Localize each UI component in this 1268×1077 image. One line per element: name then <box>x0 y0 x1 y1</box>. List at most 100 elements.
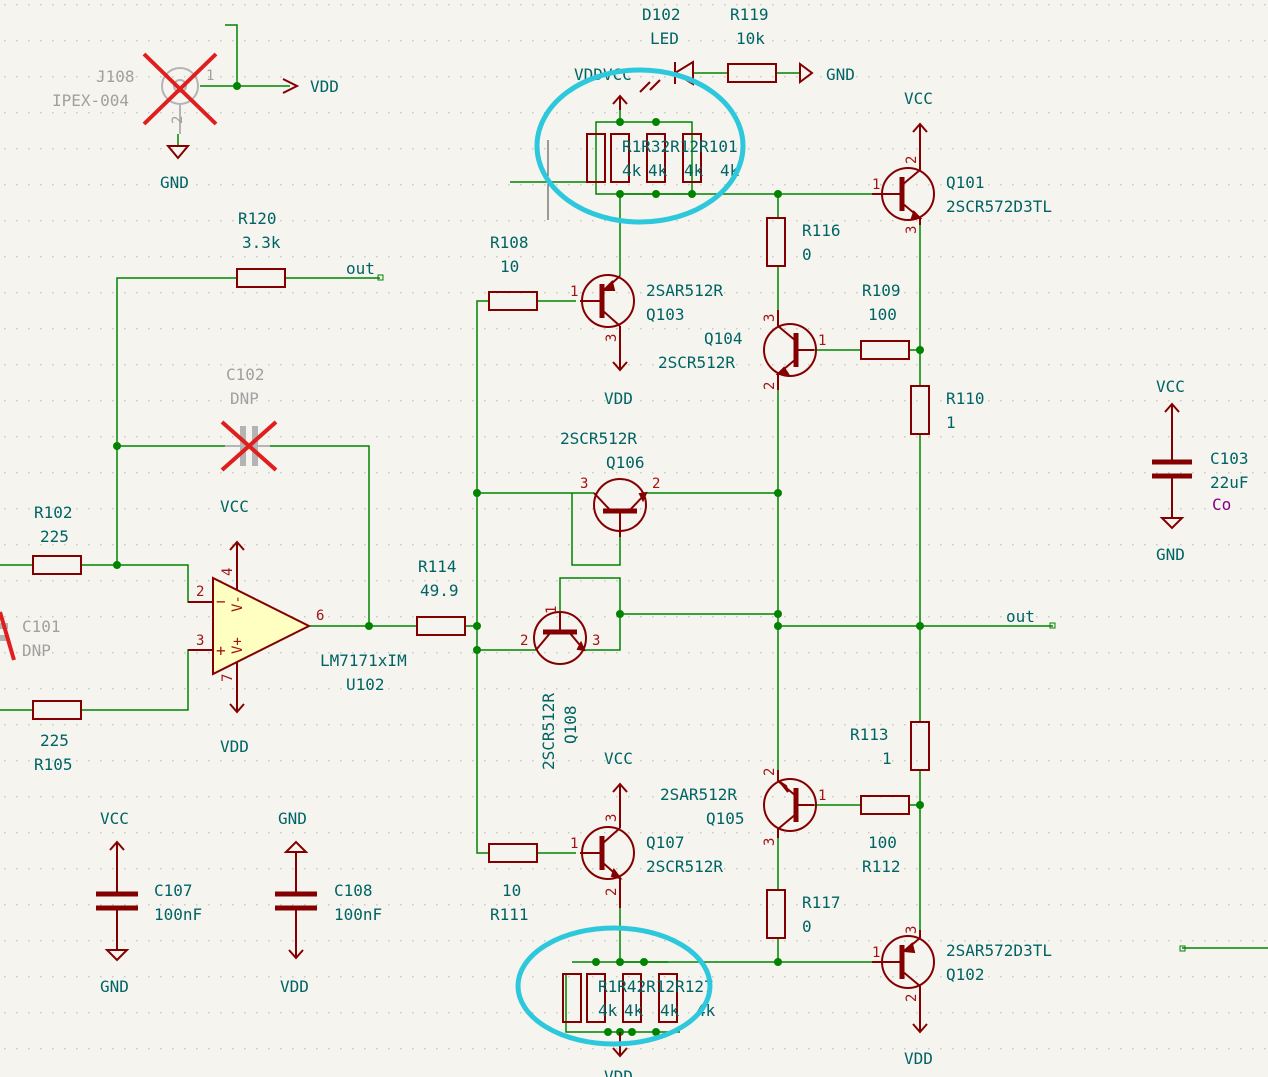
r120-ref: R120 <box>238 209 277 228</box>
resistor-r113[interactable]: R113 1 <box>850 721 930 771</box>
q102-pin3: 3 <box>904 926 920 934</box>
top-array-value-1: 4k <box>622 161 642 180</box>
gnd-label-c103: GND <box>1156 545 1185 564</box>
vdd-label-j108: VDD <box>310 77 339 96</box>
vcc-label-q107: VCC <box>604 749 633 768</box>
net-label-out-right: out <box>1006 607 1056 629</box>
vdd-label-opamp: VDD <box>220 737 249 756</box>
transistor-q106[interactable]: 3 2 2SCR512R Q106 <box>560 429 660 537</box>
r102-ref: R102 <box>34 503 73 522</box>
capacitor-c108[interactable]: GND C108 100nF VDD <box>275 809 382 996</box>
connector-j108[interactable]: J108 IPEX-004 1 2 <box>52 52 218 134</box>
q107-ref: Q107 <box>646 833 685 852</box>
r112-value: 100 <box>868 833 897 852</box>
q105-ref: Q105 <box>706 809 745 828</box>
capacitor-c107[interactable]: VCC C107 100nF GND <box>96 809 202 996</box>
resistor-r116[interactable]: R116 0 <box>766 217 841 267</box>
u102-vminus: V- <box>230 595 246 612</box>
gnd-label-j108: GND <box>160 173 189 192</box>
vcc-label-q101: VCC <box>904 89 933 108</box>
vdd-label-q103: VDD <box>604 389 633 408</box>
resistor-r102[interactable]: R102 225 <box>32 503 82 575</box>
q107-value: 2SCR512R <box>646 857 723 876</box>
net-label-out-top: out <box>346 259 384 281</box>
highlight-ellipse-top <box>534 67 746 225</box>
r113-ref: R113 <box>850 725 889 744</box>
r114-value: 49.9 <box>420 581 459 600</box>
q101-value: 2SCR572D3TL <box>946 197 1052 216</box>
opamp-u102[interactable]: − + V- V+ 2 3 4 6 7 LM7171xIM U102 <box>188 540 407 714</box>
c108-ref: C108 <box>334 881 373 900</box>
resistor-r110[interactable]: R110 1 <box>910 385 985 435</box>
c103-value: 22uF <box>1210 473 1249 492</box>
r111-value: 10 <box>502 881 521 900</box>
resistor-r109[interactable]: R109 100 <box>860 281 910 360</box>
d102-ref: D102 <box>642 5 681 24</box>
resistor-array-bottom[interactable]: R1R42R12R127 4k 4k 4k 4k VDD <box>562 973 716 1077</box>
q104-pin3: 3 <box>762 314 778 322</box>
capacitor-c102[interactable]: C102 DNP <box>220 365 278 472</box>
q103-pin1: 1 <box>570 284 578 300</box>
transistor-q103[interactable]: 1 3 2SAR512R Q103 VDD <box>570 274 723 408</box>
r110-ref: R110 <box>946 389 985 408</box>
q107-pin1: 1 <box>570 836 578 852</box>
u102-pin3: 3 <box>196 633 204 649</box>
q108-pin2: 2 <box>520 633 528 649</box>
q101-ref: Q101 <box>946 173 985 192</box>
transistor-q108[interactable]: 1 2 3 2SCR512R Q108 <box>520 606 600 770</box>
top-array-refs: R1R32R12R101 <box>622 137 738 156</box>
resistor-r120[interactable]: R120 3.3k <box>236 209 286 288</box>
r120-value: 3.3k <box>242 233 281 252</box>
r109-value: 100 <box>868 305 897 324</box>
q103-ref: Q103 <box>646 305 685 324</box>
transistor-q104[interactable]: 1 3 2 Q104 2SCR512R <box>658 310 826 390</box>
resistor-r111[interactable]: 10 R111 <box>488 843 538 924</box>
q102-ref: Q102 <box>946 965 985 984</box>
resistor-r105[interactable]: 225 R105 <box>32 700 82 774</box>
c108-value: 100nF <box>334 905 382 924</box>
vdd-label-bottom: VDD <box>604 1067 633 1077</box>
u102-ref: U102 <box>346 675 385 694</box>
q102-pin2: 2 <box>904 994 920 1002</box>
highlight-ellipse-bottom <box>515 925 713 1047</box>
q101-pin2: 2 <box>904 156 920 164</box>
resistor-r119[interactable]: R119 10k <box>727 5 777 83</box>
q101-pin3: 3 <box>904 226 920 234</box>
led-d102[interactable]: D102 LED <box>639 5 694 93</box>
q101-pin1: 1 <box>872 177 880 193</box>
r105-value: 225 <box>40 731 69 750</box>
bottom-array-value-2: 4k <box>624 1001 644 1020</box>
u102-plus: + <box>216 641 226 660</box>
r117-value: 0 <box>802 917 812 936</box>
transistor-q105[interactable]: 1 2 3 2SAR512R Q105 <box>660 768 826 846</box>
j108-ref: J108 <box>96 67 135 86</box>
u102-minus: − <box>216 592 226 611</box>
u102-value: LM7171xIM <box>320 651 407 670</box>
q107-pin2: 2 <box>604 888 620 896</box>
c107-ref: C107 <box>154 881 193 900</box>
transistor-q102[interactable]: 1 3 2 2SAR572D3TL Q102 VDD <box>872 926 1052 1068</box>
capacitor-c103[interactable]: VCC C103 22uF Co GND <box>1152 377 1249 564</box>
resistor-r117[interactable]: R117 0 <box>766 889 841 939</box>
top-array-value-2: 4k <box>648 161 668 180</box>
vdd-label-c108: VDD <box>280 977 309 996</box>
transistor-q107[interactable]: 1 3 2 Q107 2SCR512R VCC <box>570 749 723 908</box>
q104-ref: Q104 <box>704 329 743 348</box>
resistor-r108[interactable]: R108 10 <box>488 233 538 311</box>
resistor-r114[interactable]: R114 49.9 <box>416 557 466 636</box>
r112-ref: R112 <box>862 857 901 876</box>
q102-pin1: 1 <box>872 945 880 961</box>
r111-ref: R111 <box>490 905 529 924</box>
out-label-top: out <box>346 259 375 278</box>
capacitor-c101[interactable]: C101 DNP <box>0 611 61 661</box>
gnd-label-c108: GND <box>278 809 307 828</box>
q106-ref: Q106 <box>606 453 645 472</box>
bottom-array-value-1: 4k <box>598 1001 618 1020</box>
r116-value: 0 <box>802 245 812 264</box>
resistor-r112[interactable]: 100 R112 <box>860 795 910 876</box>
vcc-label-opamp: VCC <box>220 497 249 516</box>
r119-ref: R119 <box>730 5 769 24</box>
transistor-q101[interactable]: 1 2 3 Q101 2SCR572D3TL VCC <box>872 89 1052 234</box>
c103-extra: Co <box>1212 495 1231 514</box>
